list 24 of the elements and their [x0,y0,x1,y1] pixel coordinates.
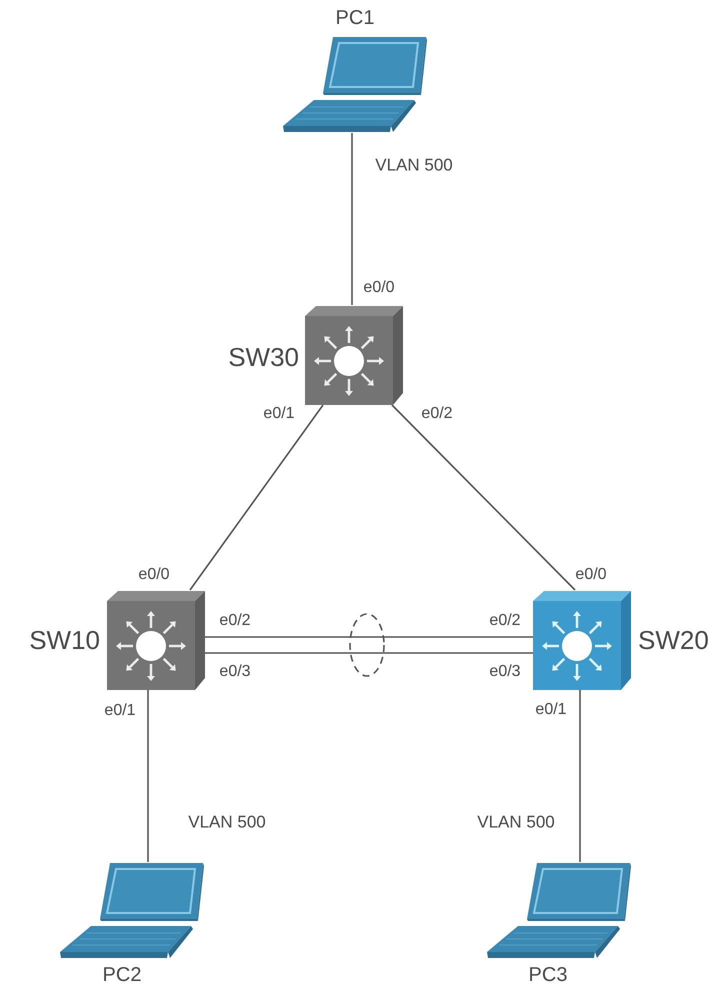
device-label: PC1 [336,8,374,28]
link-line [391,404,576,591]
device-label: SW20 [638,627,709,653]
port-label: e0/2 [219,613,251,629]
port-label: e0/1 [535,702,567,718]
port-label: e0/1 [263,406,295,422]
device-label: PC2 [102,965,142,985]
port-label: e0/2 [489,613,521,629]
link-line [579,690,581,862]
port-label: e0/0 [138,567,170,583]
port-label: e0/1 [104,703,136,719]
link-line [189,404,324,590]
device-label: SW30 [228,344,299,370]
port-label: e0/0 [575,567,607,583]
device-label: PC3 [528,965,568,985]
link-line [351,133,353,305]
link-line [205,636,533,638]
device-label: SW10 [29,627,100,653]
link-line [205,652,533,654]
port-label: e0/3 [219,664,251,680]
link-line [147,690,149,862]
port-label: e0/0 [363,280,395,296]
port-label: e0/3 [489,664,521,680]
port-label: e0/2 [421,406,453,422]
